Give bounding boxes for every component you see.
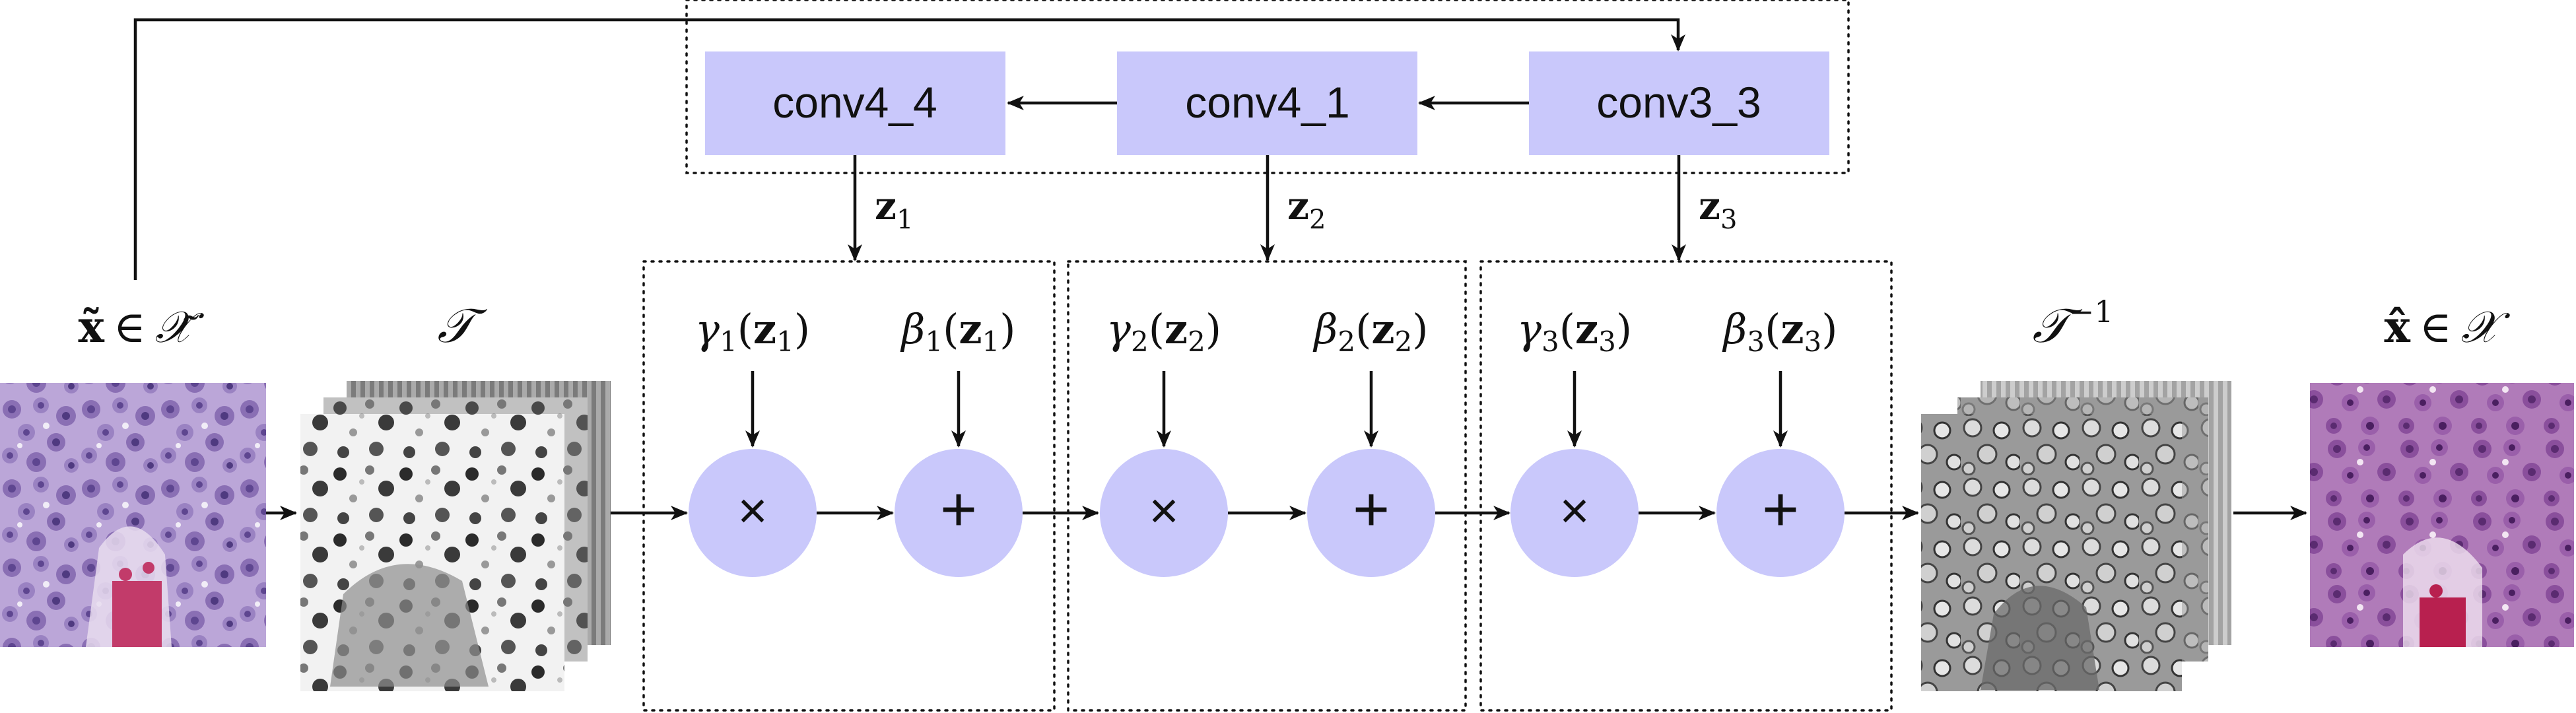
add-symbol: + bbox=[1762, 474, 1799, 545]
modulation-stage-3-region bbox=[1479, 260, 1893, 712]
encoder-block-conv3-3: conv3_3 bbox=[1529, 51, 1829, 155]
input-image bbox=[0, 383, 266, 647]
modulation-stage-1: γ1(z1) β1(z1) × + bbox=[689, 305, 1023, 577]
inverse-transformed-stack bbox=[1921, 381, 2231, 691]
output-label: x̂∈𝒳 bbox=[2385, 301, 2511, 353]
multiply-node bbox=[1510, 449, 1639, 577]
add-node bbox=[1716, 449, 1845, 577]
modulation-stage-2-region bbox=[1067, 260, 1467, 712]
multiply-symbol: × bbox=[1149, 481, 1179, 539]
gamma-label: γ2(z2) bbox=[1106, 305, 1221, 358]
beta-label: β3(z3) bbox=[1722, 305, 1838, 358]
multiply-symbol: × bbox=[1559, 481, 1590, 539]
latent-label-1: z1 bbox=[875, 184, 913, 235]
transformed-stack bbox=[300, 381, 611, 691]
latent-label-2: z2 bbox=[1287, 184, 1326, 235]
encoder-region bbox=[685, 0, 1850, 174]
gamma-label: γ3(z3) bbox=[1517, 305, 1632, 358]
multiply-node bbox=[689, 449, 817, 577]
add-symbol: + bbox=[1353, 474, 1390, 545]
add-symbol: + bbox=[940, 474, 977, 545]
modulation-stage-2: γ2(z2) β2(z2) × + bbox=[1100, 305, 1435, 577]
encoder-block-conv4-4: conv4_4 bbox=[705, 51, 1005, 155]
transform-label: 𝒯 bbox=[437, 298, 487, 353]
encoder-block-conv4-1: conv4_1 bbox=[1117, 51, 1417, 155]
inverse-transform-label: 𝒯−1 bbox=[2033, 294, 2114, 353]
encoder-block-label: conv4_1 bbox=[1185, 78, 1350, 127]
add-node bbox=[1307, 449, 1435, 577]
encoder-block-label: conv3_3 bbox=[1596, 78, 1761, 127]
input-to-encoder-connector bbox=[133, 18, 1685, 280]
input-label: x̃∈𝒳̃ bbox=[79, 301, 205, 353]
add-node bbox=[895, 449, 1023, 577]
modulation-stage-1-region bbox=[642, 260, 1056, 712]
latent-label-3: z3 bbox=[1699, 184, 1737, 235]
beta-label: β1(z1) bbox=[900, 305, 1016, 358]
multiply-symbol: × bbox=[737, 481, 768, 539]
output-image bbox=[2310, 383, 2574, 647]
gamma-label: γ1(z1) bbox=[695, 305, 810, 358]
multiply-node bbox=[1100, 449, 1228, 577]
modulation-stage-3: γ3(z3) β3(z3) × + bbox=[1510, 305, 1845, 577]
beta-label: β2(z2) bbox=[1313, 305, 1429, 358]
encoder-block-label: conv4_4 bbox=[772, 78, 937, 127]
